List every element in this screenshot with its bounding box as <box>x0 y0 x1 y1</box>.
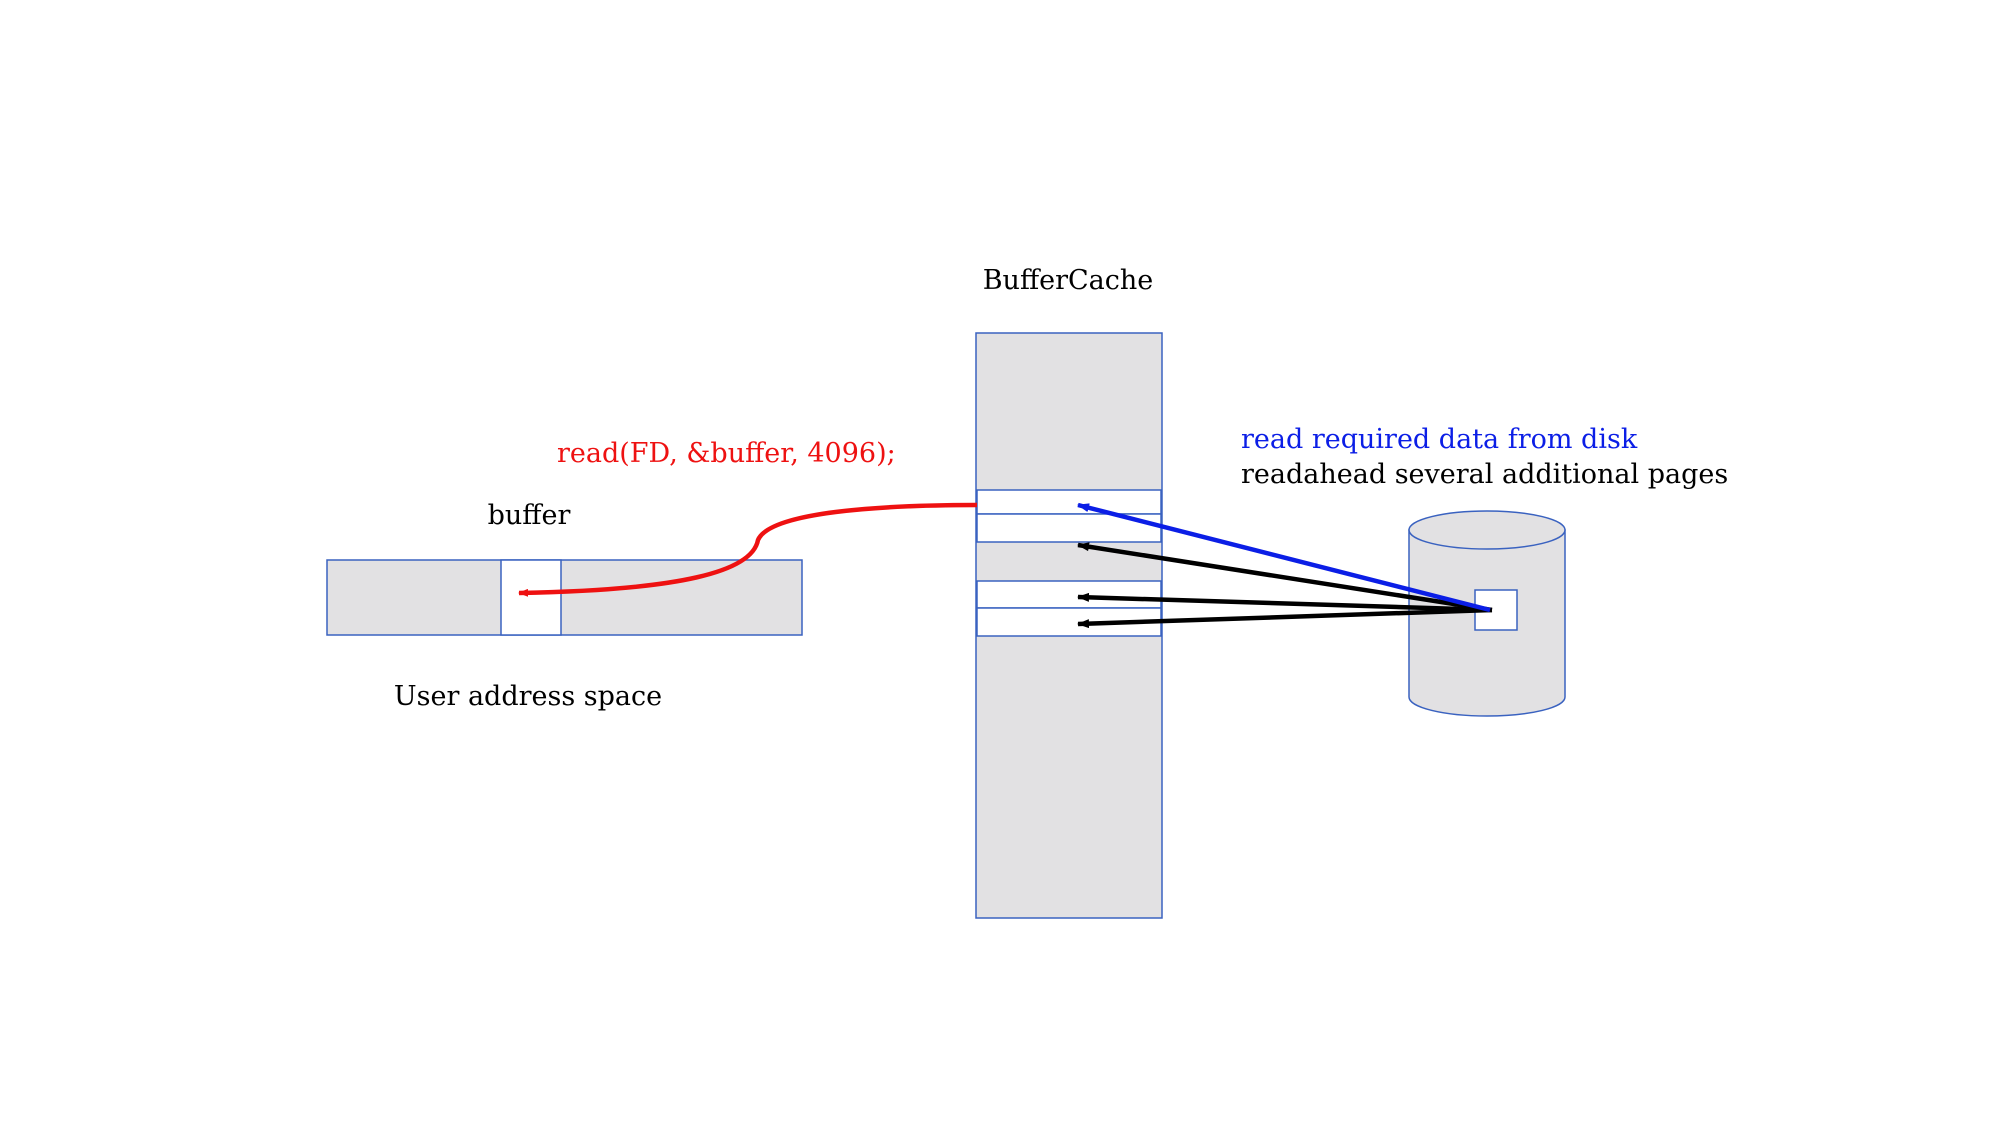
buffer-cache-title: BufferCache <box>983 265 1154 296</box>
readahead-arrow-3 <box>1077 607 1493 629</box>
disk-top <box>1408 510 1566 550</box>
buffer-label: buffer <box>488 500 571 531</box>
buffer-cache <box>975 332 1163 919</box>
user-buffer-slot <box>500 559 562 636</box>
user-space-label: User address space <box>394 681 662 712</box>
cache-page-required <box>976 489 1162 515</box>
cache-page-readahead-2 <box>976 580 1162 609</box>
readahead-arrow-2 <box>1077 592 1493 613</box>
syscall-label: read(FD, &buffer, 4096); <box>557 438 896 469</box>
user-space-bar <box>326 559 803 636</box>
user-address-space <box>326 559 803 636</box>
disk-read-arrow <box>1077 502 1491 613</box>
copy-to-user-arrow <box>518 502 978 597</box>
readahead-label: readahead several additional pages <box>1241 459 1728 490</box>
disk-read-label: read required data from disk <box>1241 424 1638 455</box>
readahead-arrow-1 <box>1077 542 1493 613</box>
